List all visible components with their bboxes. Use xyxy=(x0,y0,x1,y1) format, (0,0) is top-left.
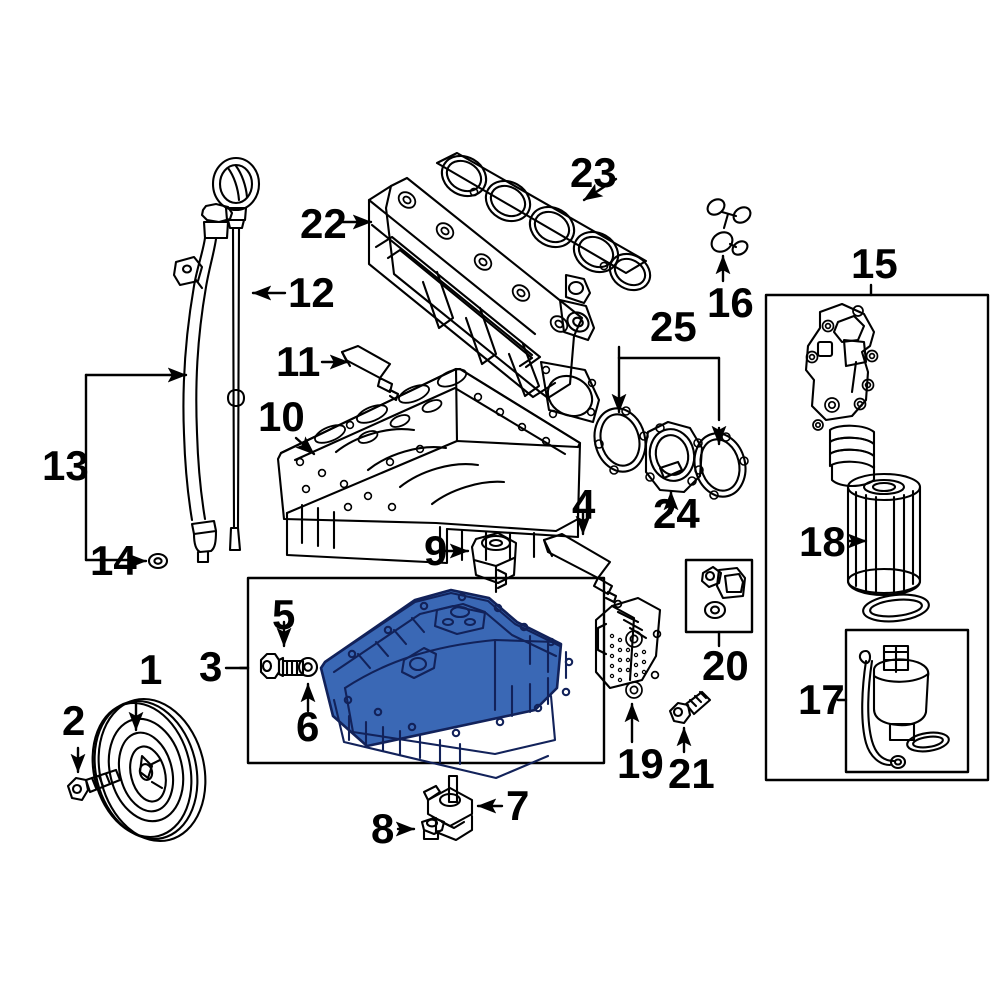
oil-pressure-switch-part xyxy=(470,531,518,594)
intake-manifold-part xyxy=(367,176,601,424)
pulley-bolt-part xyxy=(66,768,122,802)
callout-number-19[interactable]: 19 xyxy=(617,740,664,787)
callout-number-1[interactable]: 1 xyxy=(139,646,163,693)
callout-number-18[interactable]: 18 xyxy=(799,518,846,565)
oil-dipstick-part xyxy=(211,156,261,552)
cover-gasket-left xyxy=(593,406,649,475)
balance-shaft-cover-part xyxy=(644,420,704,494)
callout-number-6[interactable]: 6 xyxy=(296,703,320,750)
callout-number-25[interactable]: 25 xyxy=(650,303,697,350)
oil-cooler-bolt-part xyxy=(668,690,712,725)
box-main-oil-pan xyxy=(246,576,606,765)
box-20 xyxy=(684,558,754,648)
callout-number-7[interactable]: 7 xyxy=(506,782,530,829)
callout-number-13[interactable]: 13 xyxy=(42,442,89,489)
drain-plug-part xyxy=(259,652,305,680)
callout-number-5[interactable]: 5 xyxy=(272,591,296,638)
callout-number-22[interactable]: 22 xyxy=(300,200,347,247)
callout-number-3[interactable]: 3 xyxy=(199,643,223,690)
callout-number-17[interactable]: 17 xyxy=(798,676,845,723)
callout-number-16[interactable]: 16 xyxy=(707,279,754,326)
callout-number-2[interactable]: 2 xyxy=(62,697,86,744)
oil-filter-housing-part xyxy=(804,302,879,488)
callout-number-15[interactable]: 15 xyxy=(851,240,898,287)
callout-number-24[interactable]: 24 xyxy=(653,490,700,537)
filter-o-ring xyxy=(862,593,930,623)
oil-level-sensor-part xyxy=(422,774,474,842)
box-15 xyxy=(764,283,990,782)
crankshaft-pulley-part xyxy=(91,697,207,843)
lower-oil-pan-highlighted xyxy=(319,588,574,780)
callout-number-20[interactable]: 20 xyxy=(702,642,749,689)
callout-number-14[interactable]: 14 xyxy=(90,537,137,584)
callout-number-9[interactable]: 9 xyxy=(424,527,448,574)
callout-number-4[interactable]: 4 xyxy=(572,481,596,528)
sealant-tube-part xyxy=(542,532,618,604)
sensor-nut-part xyxy=(420,816,446,841)
oil-filter-element-part xyxy=(846,472,922,597)
sealant-tube-upper-part xyxy=(340,344,400,402)
drain-plug-gasket-part xyxy=(297,656,319,678)
box-17 xyxy=(836,628,970,774)
callout-bracket-13 xyxy=(84,367,188,562)
dipstick-tube-part xyxy=(172,202,234,564)
callout-number-8[interactable]: 8 xyxy=(371,805,395,852)
oil-filter-cap-part xyxy=(858,644,950,770)
upper-oil-pan-part xyxy=(276,367,582,565)
callout-number-23[interactable]: 23 xyxy=(570,149,617,196)
cover-gasket-right xyxy=(693,432,749,500)
dipstick-tube-seal-part xyxy=(147,552,169,570)
oil-cooler-part xyxy=(594,596,662,699)
callout-number-21[interactable]: 21 xyxy=(668,750,715,797)
oil-cooler-seal-kit-part xyxy=(700,565,747,620)
intake-manifold-gasket-part xyxy=(435,151,652,292)
oil-jet-part xyxy=(706,198,752,256)
callout-number-10[interactable]: 10 xyxy=(258,393,305,440)
callout-number-11[interactable]: 11 xyxy=(276,338,321,385)
callout-number-12[interactable]: 12 xyxy=(288,269,335,316)
